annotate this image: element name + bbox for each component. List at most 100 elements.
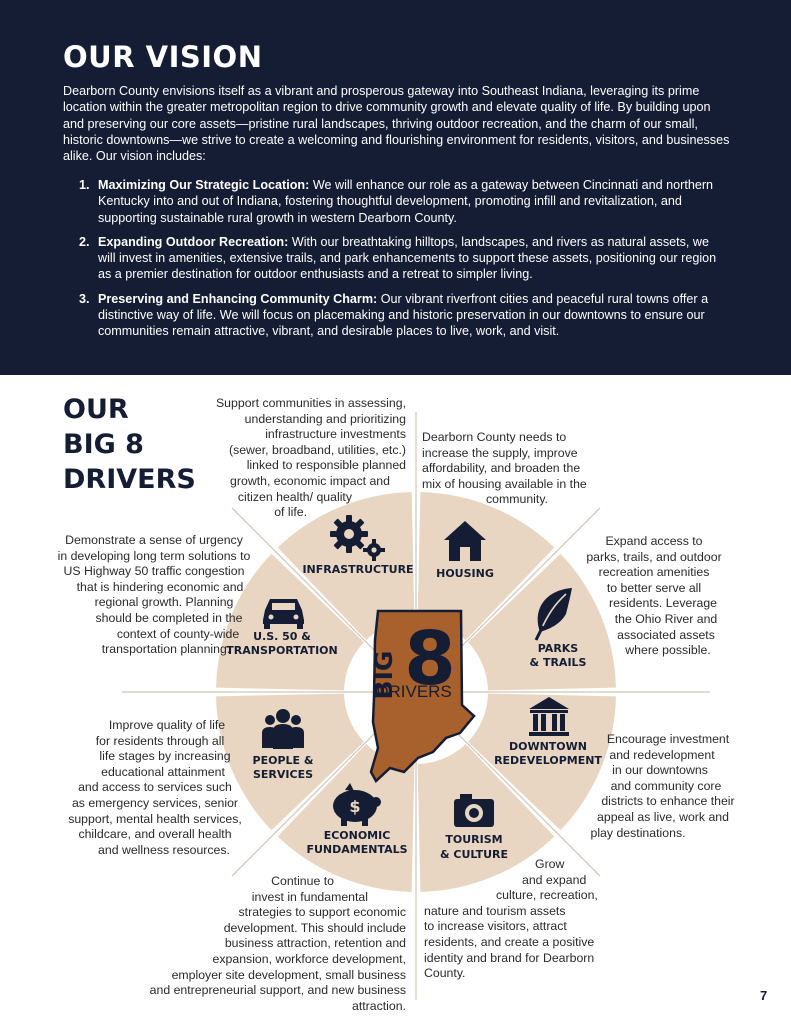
description-line: where possible. bbox=[625, 643, 711, 658]
page-number: 7 bbox=[760, 988, 768, 1003]
description-line: Demonstrate a sense of urgency bbox=[65, 533, 243, 547]
drivers-title: OUR BIG 8 DRIVERS bbox=[63, 392, 196, 497]
description-line: citizen health/ quality bbox=[237, 489, 352, 504]
description-line: parks, trails, and outdoor bbox=[586, 549, 722, 564]
vision-item-number: 2. bbox=[79, 234, 90, 249]
vision-item-text: Our vibrant riverfront cities and peacef… bbox=[98, 291, 709, 339]
vision-item: 2. Expanding Outdoor Recreation: With our… bbox=[79, 234, 729, 283]
leaf-icon bbox=[534, 588, 572, 641]
center-big-text: BIG bbox=[369, 651, 398, 700]
description-line: educational attainment bbox=[101, 764, 225, 779]
vision-title: OUR VISION bbox=[63, 40, 263, 74]
description-line: affordability, and broaden the bbox=[422, 461, 581, 476]
economic-description: Continue to invest in fundamental strate… bbox=[130, 874, 406, 1014]
description-line: in developing long term solutions to bbox=[57, 548, 251, 563]
piggy-bank-icon: $ bbox=[333, 783, 381, 826]
description-line: development. This should include bbox=[223, 920, 406, 935]
economic-label-line2: FUNDAMENTALS bbox=[306, 843, 407, 856]
us50-label-line1: U.S. 50 & bbox=[253, 630, 311, 643]
description-line: life stages by increasing bbox=[99, 749, 231, 764]
gears-icon bbox=[330, 515, 385, 561]
housing-description: Dearborn County needs to increase the su… bbox=[422, 430, 612, 508]
people-description: Improve quality of life for residents th… bbox=[56, 718, 254, 858]
description-line: nature and tourism assets bbox=[424, 903, 566, 918]
vision-item-text: We will enhance our role as a gateway be… bbox=[98, 178, 714, 225]
description-line: appeal as live, work and bbox=[597, 809, 729, 824]
downtown-label-line1: DOWNTOWN bbox=[509, 740, 587, 753]
center-drivers-text: DRIVERS bbox=[376, 682, 452, 701]
economic-label-line1: ECONOMIC bbox=[324, 829, 391, 842]
description-line: and access to services such bbox=[78, 780, 232, 795]
people-label-line2: SERVICES bbox=[253, 768, 313, 781]
tourism-label-line2: & CULTURE bbox=[440, 848, 508, 861]
description-line: attraction. bbox=[352, 998, 406, 1013]
parks-description: Expand access to parks, trails, and outd… bbox=[568, 534, 740, 659]
description-line: residents. Leverage bbox=[608, 596, 717, 611]
description-line: increase the supply, improve bbox=[422, 445, 578, 460]
vision-item-number: 3. bbox=[79, 291, 90, 306]
description-line: the Ohio River and bbox=[614, 611, 718, 626]
description-line: Continue to bbox=[271, 874, 334, 888]
description-line: mix of housing available in the bbox=[422, 476, 587, 491]
description-line: Dearborn County needs to bbox=[422, 430, 567, 444]
indiana-map-icon: BIG 8 DRIVERS bbox=[369, 609, 476, 784]
description-line: should be completed in the bbox=[95, 610, 243, 625]
wheel-segment-housing bbox=[417, 492, 555, 640]
description-line: Encourage investment bbox=[606, 732, 730, 746]
description-line: linked to responsible planned bbox=[246, 458, 406, 473]
description-line: to better serve all bbox=[606, 580, 702, 595]
description-line: transportation planning. bbox=[101, 642, 231, 657]
us50-description: Demonstrate a sense of urgency in develo… bbox=[44, 533, 264, 658]
drivers-title-line: DRIVERS bbox=[63, 464, 196, 495]
wheel-segment-people bbox=[216, 693, 364, 831]
description-line: play destinations. bbox=[590, 825, 686, 840]
description-line: invest in fundamental bbox=[251, 889, 368, 904]
description-line: to increase visitors, attract bbox=[424, 919, 567, 934]
wheel-segment-downtown bbox=[468, 693, 616, 831]
parks-label-line2: & TRAILS bbox=[530, 656, 587, 669]
camera-icon bbox=[454, 794, 494, 827]
description-line: community. bbox=[486, 492, 548, 507]
description-line: growth, economic impact and bbox=[230, 473, 390, 488]
description-line: employer site development, small busines… bbox=[171, 967, 406, 982]
description-line: and redevelopment bbox=[609, 747, 715, 762]
description-line: Grow bbox=[535, 857, 565, 871]
description-line: strategies to support economic bbox=[238, 905, 406, 920]
description-line: business attraction, retention and bbox=[224, 936, 406, 951]
description-line: as emergency services, senior bbox=[71, 795, 239, 810]
description-line: childcare, and overall health bbox=[78, 827, 232, 842]
vision-item: 1. Maximizing Our Strategic Location: We … bbox=[79, 177, 729, 226]
tourism-description: Grow and expand culture, recreation, nat… bbox=[424, 857, 614, 982]
dollar-sign-icon: $ bbox=[349, 797, 360, 816]
vision-intro: Dearborn County envisions itself as a vi… bbox=[63, 84, 730, 164]
vision-item-text: With our breathtaking hilltops, landscap… bbox=[98, 234, 717, 282]
description-line: Expand access to bbox=[605, 534, 703, 548]
vision-item: 3. Preserving and Enhancing Community Cha… bbox=[79, 291, 729, 340]
people-icon bbox=[262, 709, 304, 749]
vision-list: 1. Maximizing Our Strategic Location: We … bbox=[79, 177, 729, 348]
description-line: districts to enhance their bbox=[601, 794, 735, 809]
downtown-label-line2: REDEVELOPMENT bbox=[494, 754, 602, 767]
us50-label-line2: TRANSPORTATION bbox=[226, 644, 337, 657]
infrastructure-label: INFRASTRUCTURE bbox=[302, 563, 413, 576]
description-line: expansion, workforce development, bbox=[212, 951, 406, 966]
tourism-label-line1: TOURISM bbox=[445, 833, 502, 846]
vision-item-number: 1. bbox=[79, 178, 90, 192]
housing-label: HOUSING bbox=[436, 567, 494, 580]
car-icon bbox=[263, 599, 304, 629]
description-line: Improve quality of life bbox=[108, 718, 226, 732]
description-line: in our downtowns bbox=[612, 763, 708, 778]
description-line: US Highway 50 traffic congestion bbox=[63, 564, 245, 579]
description-line: for residents through all bbox=[95, 733, 225, 748]
vision-item-heading: Preserving and Enhancing Community Charm… bbox=[98, 291, 378, 306]
description-line: context of county-wide bbox=[116, 626, 240, 641]
vision-item-heading: Expanding Outdoor Recreation: bbox=[98, 234, 289, 249]
description-line: and entrepreneurial support, and new bus… bbox=[149, 983, 406, 998]
downtown-description: Encourage investment and redevelopment i… bbox=[572, 732, 748, 841]
people-label-line1: PEOPLE & bbox=[253, 754, 314, 767]
description-line: recreation amenities bbox=[598, 565, 710, 580]
description-line: and expand bbox=[522, 872, 587, 887]
description-line: County. bbox=[424, 966, 466, 981]
vision-item-heading: Maximizing Our Strategic Location: bbox=[98, 178, 310, 192]
